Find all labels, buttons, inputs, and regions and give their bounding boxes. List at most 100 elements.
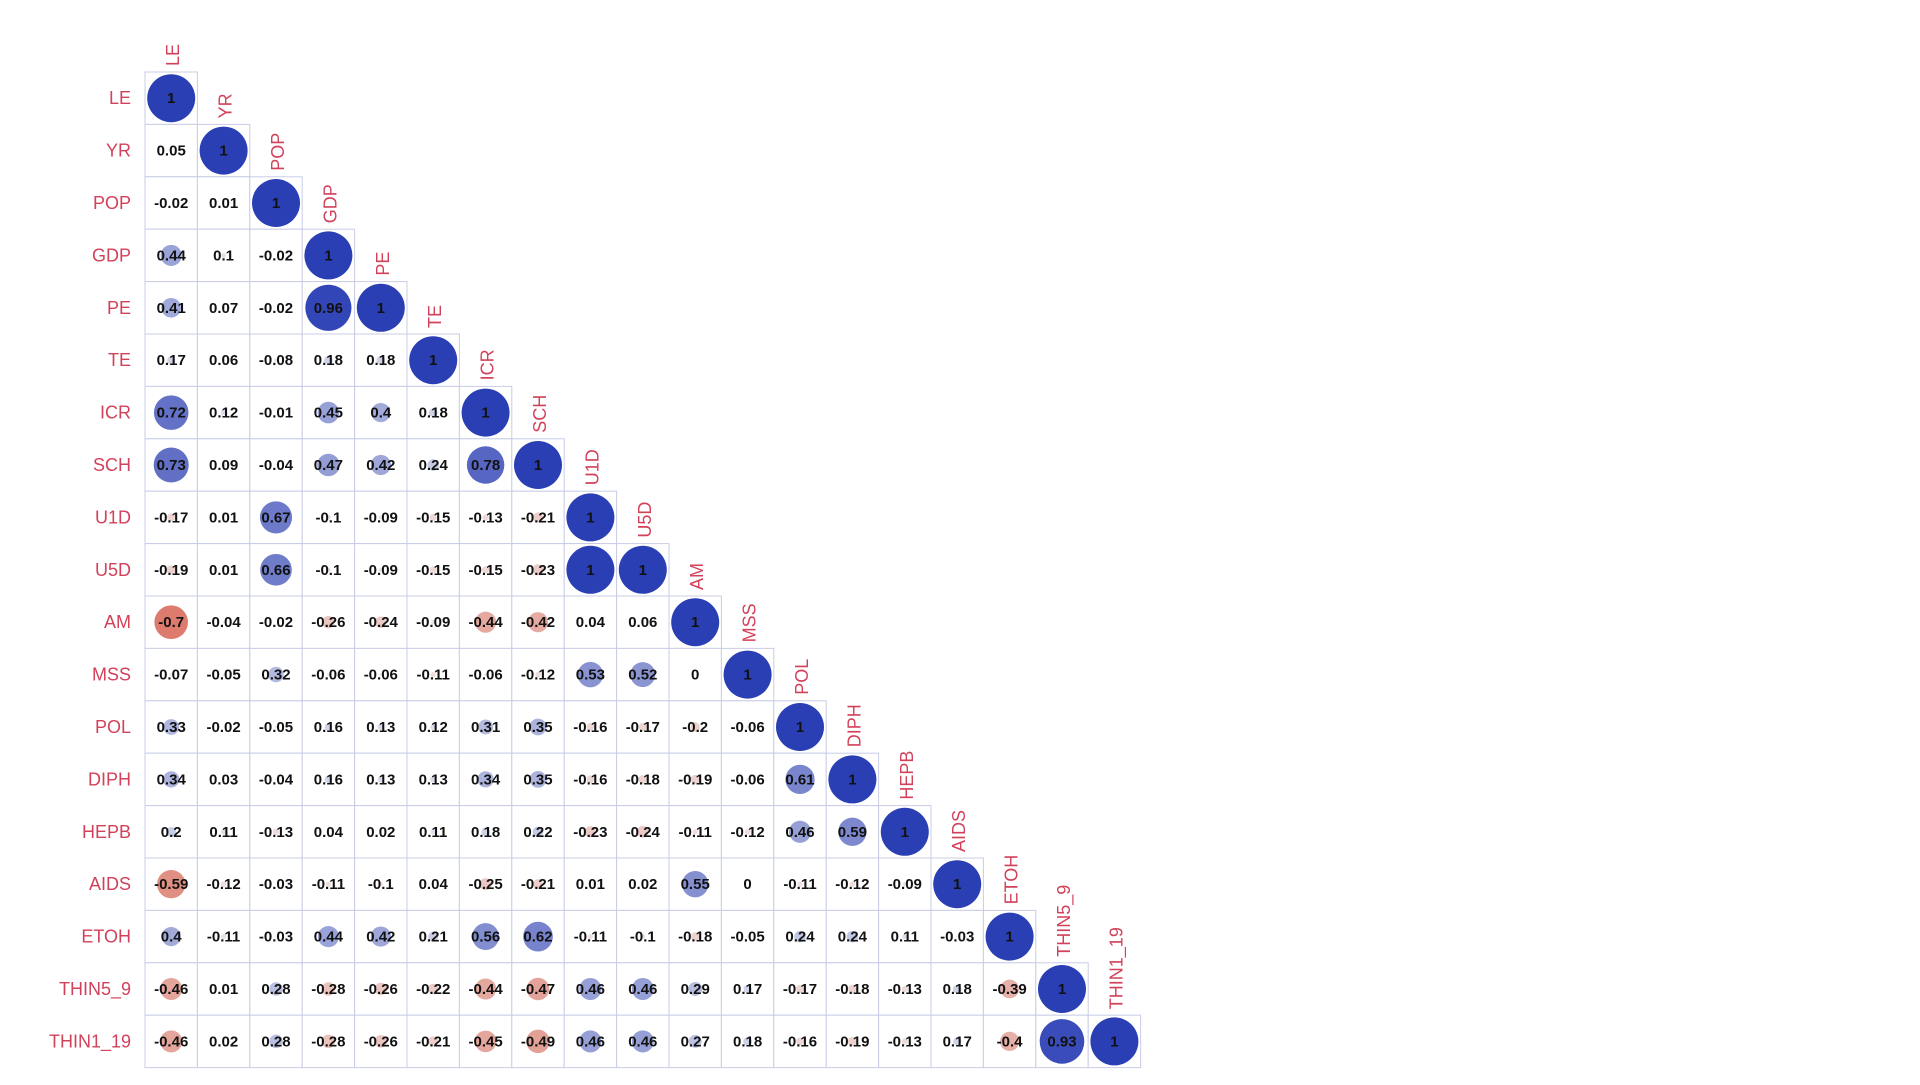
correlation-value: -0.01 <box>259 405 293 422</box>
correlation-circle <box>222 673 225 676</box>
column-label: MSS <box>740 603 760 642</box>
correlation-value: 0.01 <box>209 195 238 212</box>
correlation-value: -0.11 <box>574 929 607 946</box>
correlation-value: 0.01 <box>209 509 238 526</box>
correlation-value: -0.13 <box>259 824 293 841</box>
correlation-value: 0.11 <box>209 824 237 841</box>
correlation-value: -0.06 <box>468 667 502 684</box>
correlation-circle <box>482 514 489 521</box>
row-label: SCH <box>93 455 131 475</box>
correlation-value: -0.12 <box>521 667 555 684</box>
correlation-circle <box>376 355 386 365</box>
correlation-circle <box>160 1030 183 1053</box>
correlation-circle <box>326 515 331 520</box>
correlation-circle <box>956 935 958 938</box>
correlation-value: 0.24 <box>419 457 449 474</box>
correlation-circle <box>199 126 248 175</box>
correlation-circle <box>466 446 505 484</box>
correlation-circle <box>427 459 439 471</box>
correlation-circle <box>326 673 330 677</box>
correlation-circle <box>631 977 654 1001</box>
correlation-circle <box>579 1030 602 1053</box>
correlation-value: 1 <box>848 771 856 788</box>
correlation-circle <box>269 982 283 996</box>
correlation-circle <box>743 1037 752 1046</box>
correlation-value: 0.18 <box>471 824 500 841</box>
correlation-circle <box>796 1037 804 1046</box>
correlation-circle <box>532 512 544 523</box>
correlation-circle <box>160 977 183 1001</box>
correlation-circle <box>221 462 226 468</box>
correlation-circle <box>846 930 859 943</box>
correlation-circle <box>535 671 541 678</box>
correlation-circle <box>374 1035 388 1048</box>
correlation-value: 0.2 <box>161 824 182 841</box>
correlation-circle <box>641 620 645 624</box>
correlation-circle <box>586 775 595 784</box>
correlation-circle <box>170 149 173 152</box>
correlation-value: 0.11 <box>419 824 447 841</box>
correlation-value: -0.16 <box>783 1033 817 1050</box>
correlation-circle <box>167 513 176 522</box>
correlation-value: 1 <box>901 824 909 841</box>
correlation-circle <box>985 912 1034 961</box>
correlation-value: 0.35 <box>523 771 552 788</box>
correlation-value: 0.05 <box>157 143 186 160</box>
correlation-circle <box>378 881 384 887</box>
correlation-value: 0.55 <box>681 876 710 893</box>
correlation-circle <box>1038 965 1086 1013</box>
correlation-circle <box>378 567 383 572</box>
correlation-circle <box>479 878 492 891</box>
correlation-value: 0.13 <box>366 771 395 788</box>
correlation-circle <box>167 356 176 365</box>
correlation-value: 1 <box>586 509 594 526</box>
correlation-circle <box>325 881 332 887</box>
correlation-value: 0.35 <box>523 719 552 736</box>
correlation-circle <box>166 565 176 575</box>
correlation-circle <box>275 778 277 781</box>
correlation-value: -0.4 <box>997 1033 1024 1050</box>
correlation-circle <box>481 827 490 837</box>
correlation-circle <box>587 933 594 940</box>
correlation-value: -0.17 <box>154 509 188 526</box>
correlation-circle <box>746 935 749 938</box>
correlation-value: 0.28 <box>261 1033 290 1050</box>
correlation-circle <box>630 662 656 688</box>
correlation-value: -0.28 <box>311 981 345 998</box>
correlation-circle <box>321 1034 336 1049</box>
correlation-circle <box>933 860 982 909</box>
correlation-value: 0.46 <box>576 981 605 998</box>
row-label: U5D <box>95 560 131 580</box>
row-label: GDP <box>92 245 131 265</box>
correlation-value: -0.44 <box>468 614 503 631</box>
matrix-cell <box>249 490 303 545</box>
correlation-value: 0.12 <box>209 405 238 422</box>
correlation-value: 0 <box>691 667 699 684</box>
correlation-value: 0.13 <box>366 719 395 736</box>
correlation-circle <box>356 283 405 332</box>
matrix-cell <box>196 228 251 283</box>
correlation-value: 0 <box>743 876 751 893</box>
correlation-value: -0.08 <box>259 352 293 369</box>
correlation-value: 0.42 <box>366 929 395 946</box>
correlation-circle <box>638 775 648 784</box>
correlation-circle <box>584 826 596 838</box>
correlation-value: -0.46 <box>154 1033 188 1050</box>
correlation-value: 0.78 <box>471 457 500 474</box>
correlation-circle <box>579 977 602 1001</box>
correlation-value: -0.16 <box>573 771 607 788</box>
correlation-circle <box>523 921 553 952</box>
correlation-value: 0.18 <box>366 352 395 369</box>
correlation-circle <box>1090 1017 1139 1066</box>
correlation-circle <box>268 666 284 683</box>
correlation-value: 0.44 <box>314 929 344 946</box>
correlation-value: 0.04 <box>314 824 344 841</box>
correlation-circle <box>880 807 929 856</box>
correlation-circle <box>688 1034 702 1048</box>
correlation-circle <box>272 828 280 835</box>
correlation-value: -0.18 <box>835 981 869 998</box>
correlation-value: 0.17 <box>943 1033 972 1050</box>
correlation-circle <box>586 723 595 731</box>
correlation-value: 1 <box>1005 929 1013 946</box>
correlation-value: 1 <box>953 876 961 893</box>
